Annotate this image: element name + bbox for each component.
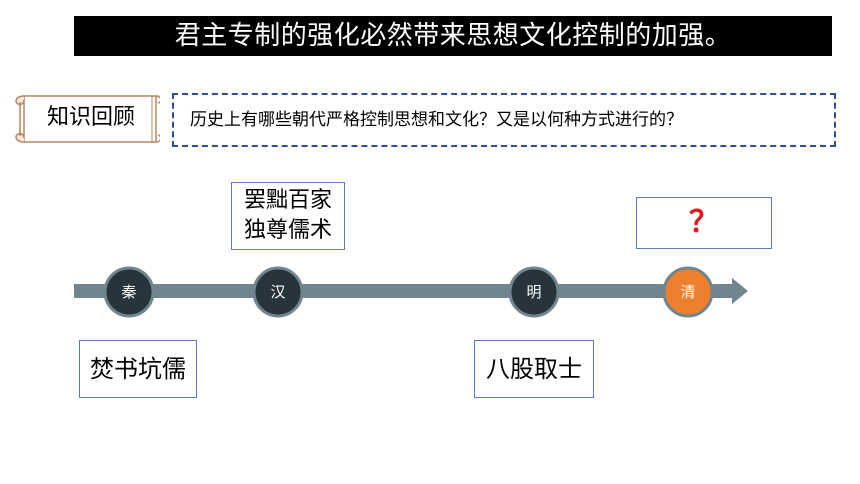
review-scroll-label: 知识回顾 bbox=[12, 90, 160, 148]
timeline-node-han bbox=[252, 266, 304, 318]
node-label-ming: 明 bbox=[526, 283, 542, 301]
timeline-node-qin bbox=[103, 266, 155, 318]
event-box-han: 罢黜百家 独尊儒术 bbox=[231, 182, 345, 250]
event-box-qing-question: ？ bbox=[636, 197, 772, 249]
scroll-icon bbox=[15, 95, 160, 143]
node-label-qin: 秦 bbox=[121, 283, 137, 301]
event-box-qin: 焚书坑儒 bbox=[79, 340, 197, 398]
timeline-node-qing bbox=[662, 266, 714, 318]
question-box: 历史上有哪些朝代严格控制思想和文化？又是以何种方式进行的？ bbox=[172, 93, 836, 147]
event-box-ming: 八股取士 bbox=[474, 340, 594, 398]
node-label-han: 汉 bbox=[270, 283, 286, 301]
timeline-arrowhead bbox=[732, 278, 748, 304]
timeline-bar bbox=[74, 284, 734, 298]
review-label-text: 知识回顾 bbox=[46, 105, 135, 130]
event-han-line2: 独尊儒术 bbox=[243, 218, 332, 243]
timeline-node-ming bbox=[508, 266, 560, 318]
slide-title: 君主专制的强化必然带来思想文化控制的加强。 bbox=[74, 16, 832, 56]
node-label-qing: 清 bbox=[680, 283, 696, 301]
event-han-line1: 罢黜百家 bbox=[243, 188, 332, 213]
